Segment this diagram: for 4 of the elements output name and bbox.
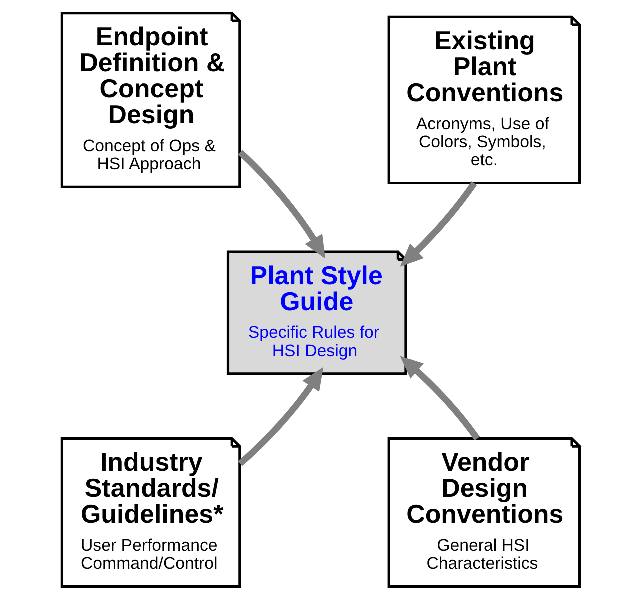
arrow <box>400 356 480 441</box>
arrow <box>238 150 325 259</box>
arrow <box>238 367 324 466</box>
arrow <box>400 182 477 267</box>
